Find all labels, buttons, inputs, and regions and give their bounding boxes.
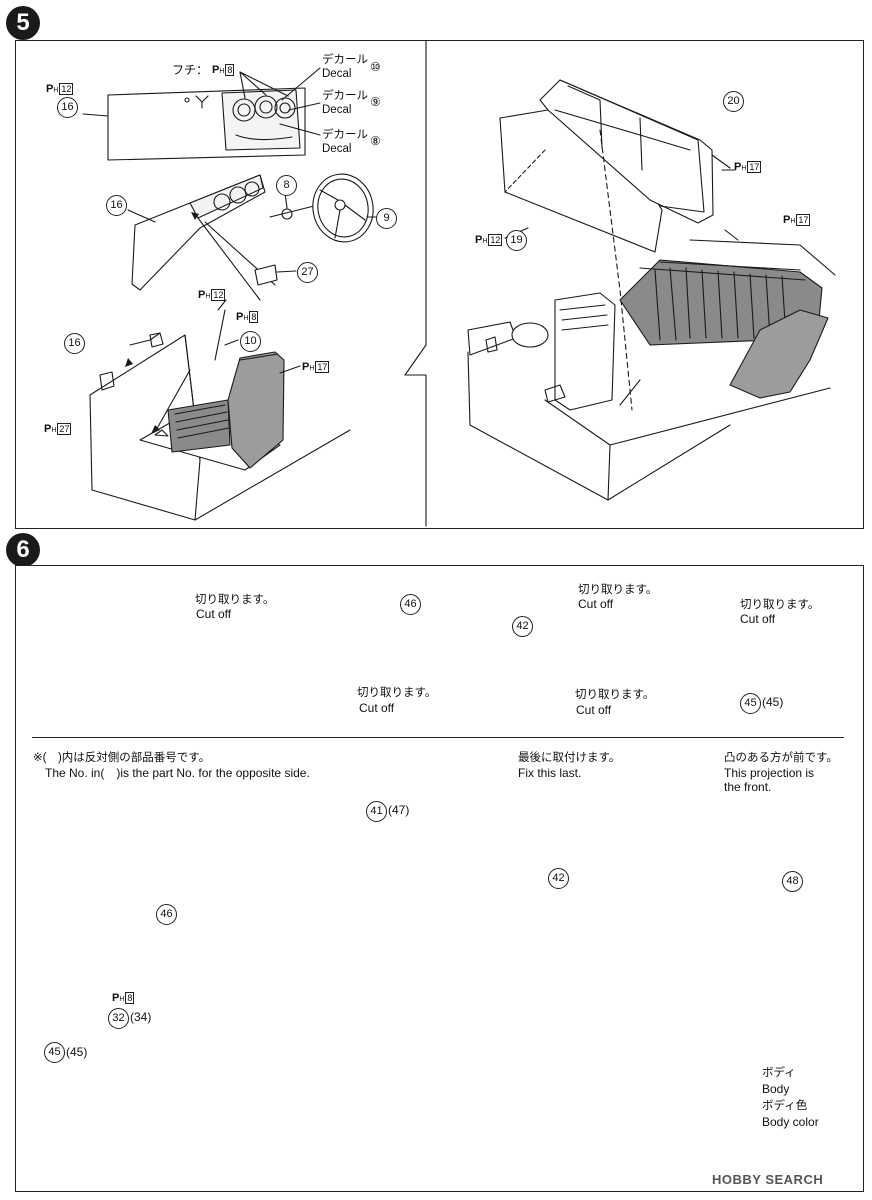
cut-off-en-3: Cut off	[578, 597, 614, 611]
part-47-label: (47)	[388, 803, 410, 817]
part-16-label: 16	[57, 97, 78, 118]
decal-9-en: Decal	[322, 104, 352, 116]
part-16-mid-label: 16	[106, 195, 127, 216]
steering-parts	[269, 173, 377, 243]
fuchi-label: フチ：	[172, 63, 209, 77]
part-48-label: 48	[782, 871, 803, 892]
cut-off-jp-1: 切り取ります。	[195, 594, 275, 606]
cut-off-jp-4: 切り取ります。	[575, 689, 655, 701]
part-27-label: 27	[297, 262, 318, 283]
decal-leaders	[279, 67, 321, 136]
firewall-and-seat	[89, 299, 351, 521]
cut-off-jp-5: 切り取ります。	[740, 599, 820, 611]
decal-10-en: Decal	[322, 68, 352, 80]
step-5-badge: 5	[6, 6, 40, 40]
dashboard-part-16-top	[107, 87, 306, 161]
part-34-label: (34)	[130, 1010, 152, 1024]
cut-off-en-2: Cut off	[359, 701, 395, 715]
part-32-label: 32	[108, 1008, 129, 1029]
body-color-jp: ボディ色	[762, 1100, 808, 1112]
part-8-label: 8	[276, 175, 297, 196]
projection-en-1: This projection is	[724, 766, 815, 780]
body-en: Body	[762, 1082, 790, 1096]
projection-en-2: the front.	[724, 780, 772, 794]
body-color-en: Body color	[762, 1115, 819, 1129]
part-46-label-main: 46	[156, 904, 177, 925]
cut-off-en-5: Cut off	[740, 612, 776, 626]
opposite-note-jp: ※( )内は反対側の部品番号です。	[33, 752, 211, 764]
part-19-label: 19	[506, 230, 527, 251]
decal-10-number: ⑩	[370, 60, 381, 74]
part-41-label: 41	[366, 801, 387, 822]
dashboard-part-16-mid	[127, 174, 276, 301]
part-42-label-top: 42	[512, 616, 533, 637]
rear-seat-assembly	[467, 79, 836, 501]
part-20-label: 20	[723, 91, 744, 112]
body-jp: ボディ	[762, 1067, 796, 1079]
decal-8-number: ⑧	[370, 134, 381, 148]
decal-9-number: ⑨	[370, 95, 381, 109]
opposite-note-en: The No. in( )is the part No. for the opp…	[45, 766, 310, 780]
part-46-label-top: 46	[400, 594, 421, 615]
hobby-search-watermark: HOBBY SEARCH	[712, 1172, 824, 1187]
cut-off-jp-2: 切り取ります。	[357, 687, 437, 699]
step-6-divider	[32, 737, 844, 738]
decal-9-jp: デカール	[322, 90, 368, 102]
part-42-label-main: 42	[548, 868, 569, 889]
projection-jp: 凸のある方が前です。	[724, 752, 838, 764]
fix-last-en: Fix this last.	[518, 766, 582, 780]
part-27-bracket	[254, 264, 297, 286]
panel-divider	[404, 40, 427, 527]
decal-8-jp: デカール	[322, 129, 368, 141]
decal-8-en: Decal	[322, 143, 352, 155]
part-45-label-top: 45	[740, 693, 761, 714]
cut-off-en-1: Cut off	[196, 607, 232, 621]
cut-off-en-4: Cut off	[576, 703, 612, 717]
fuchi-leaders	[239, 71, 289, 99]
cut-off-jp-3: 切り取ります。	[578, 584, 658, 596]
part-9-label: 9	[376, 208, 397, 229]
step-6-badge: 6	[6, 533, 40, 567]
fix-last-jp: 最後に取付けます。	[518, 752, 621, 764]
part-16-lower-label: 16	[64, 333, 85, 354]
part-10-label: 10	[240, 331, 261, 352]
decal-10-jp: デカール	[322, 54, 368, 66]
p16-leader-top	[82, 113, 109, 117]
part-45-opposite-main: (45)	[66, 1045, 88, 1059]
part-45-label-main: 45	[44, 1042, 65, 1063]
part-45-opposite-top: (45)	[762, 695, 784, 709]
step-6-panel	[15, 565, 864, 1192]
